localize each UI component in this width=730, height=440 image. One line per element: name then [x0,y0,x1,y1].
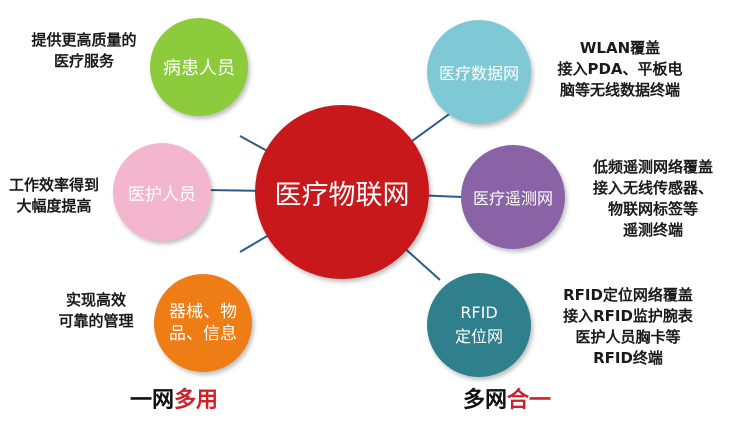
footer-left-red: 多用 [174,388,219,413]
node-nurses-label: 医护人员 [128,184,196,205]
annotation-telemetry-network-line1: 低频遥测网络覆盖 [592,158,713,176]
center-node: 医疗物联网 [255,105,429,279]
node-patients-label: 病患人员 [163,58,235,79]
annotation-nurses-line1: 工作效率得到 [8,176,99,194]
annotation-telemetry-network-line4: 遥测终端 [622,221,683,239]
annotation-devices-line1: 实现高效 [65,291,126,309]
node-devices-label-line2: 品、信息 [169,324,237,344]
node-telemetry-network: 医疗遥测网 [461,145,565,249]
node-patients: 病患人员 [150,18,248,116]
annotation-rfid-network-line3: 医护人员胸卡等 [575,328,681,346]
footer-right-black: 多网 [463,388,508,413]
annotation-patients: 提供更高质量的 医疗服务 [20,30,148,72]
node-telemetry-network-label: 医疗遥测网 [472,189,553,208]
footer-left-black: 一网 [130,388,175,413]
annotation-medical-network-line2: 接入PDA、平板电 [557,60,683,78]
annotation-nurses: 工作效率得到 大幅度提高 [0,175,108,217]
annotation-medical-network-line1: WLAN覆盖 [579,39,661,57]
node-devices-label-line1: 器械、物 [169,302,237,322]
annotation-medical-network: WLAN覆盖 接入PDA、平板电 脑等无线数据终端 [540,38,700,101]
annotation-medical-network-line3: 脑等无线数据终端 [559,81,680,99]
node-medical-network-label: 医疗数据网 [438,64,519,83]
annotation-devices-line2: 可靠的管理 [58,312,134,330]
annotation-rfid-network-line1: RFID定位网络覆盖 [563,286,693,304]
annotation-rfid-network-line2: 接入RFID监护腕表 [563,307,693,325]
annotation-telemetry-network: 低频遥测网络覆盖 接入无线传感器、 物联网标签等 遥测终端 [580,157,726,241]
annotation-rfid-network-line4: RFID终端 [593,349,663,367]
annotation-patients-line2: 医疗服务 [53,52,114,70]
footer-right-red: 合一 [507,388,552,413]
node-rfid-network-label-line2: 定位网 [454,327,503,346]
node-devices: 器械、物 品、信息 [154,274,252,372]
node-nurses: 医护人员 [113,143,211,241]
footer-left: 一网多用 [130,382,218,414]
annotation-telemetry-network-line2: 接入无线传感器、 [592,179,713,197]
annotation-telemetry-network-line3: 物联网标签等 [607,200,698,218]
annotation-patients-line1: 提供更高质量的 [31,31,137,49]
node-rfid-network: RFID 定位网 [427,273,531,377]
center-label: 医疗物联网 [274,179,410,211]
annotation-devices: 实现高效 可靠的管理 [46,290,146,332]
footer-right: 多网合一 [463,382,551,414]
node-rfid-network-label-line1: RFID [460,303,498,322]
node-medical-network: 医疗数据网 [427,20,531,124]
annotation-rfid-network: RFID定位网络覆盖 接入RFID监护腕表 医护人员胸卡等 RFID终端 [548,285,708,369]
annotation-nurses-line2: 大幅度提高 [16,197,92,215]
